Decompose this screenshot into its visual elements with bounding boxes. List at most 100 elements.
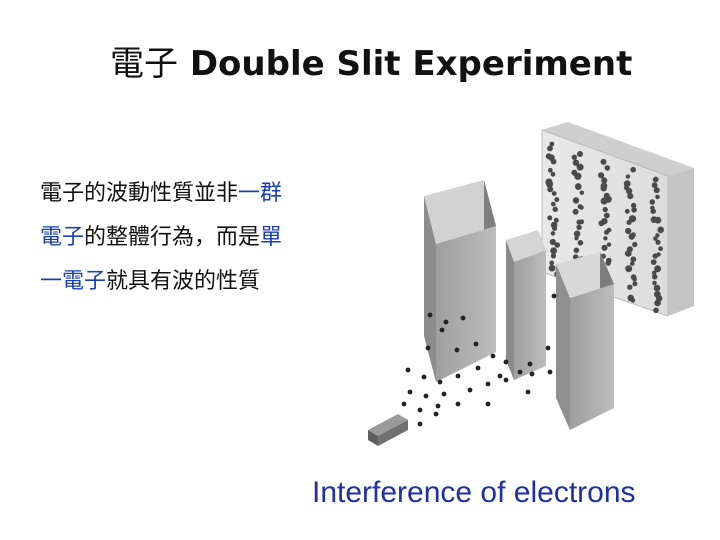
fringe-dot	[655, 194, 660, 200]
screen-top	[542, 122, 694, 176]
fringe-dot	[625, 265, 633, 273]
electron-dot	[401, 401, 407, 407]
fringe-dot	[632, 241, 638, 248]
desc-l2-blue: 電子	[40, 225, 85, 250]
electron-dot	[529, 371, 535, 377]
fringe-dot	[624, 250, 632, 257]
electron-dot	[417, 407, 423, 413]
fringe-dot	[603, 236, 608, 241]
fringe-dot	[576, 219, 582, 225]
electron-dot	[427, 312, 433, 318]
fringe-dot	[630, 256, 637, 263]
title-cjk: 電子	[110, 44, 178, 84]
fringe-dot	[652, 280, 657, 286]
fringe-dot	[598, 172, 605, 179]
fringe-dot	[550, 253, 557, 259]
barrier-left-front-edge	[424, 196, 436, 382]
fringe-dot	[576, 224, 582, 230]
fringe-dot	[575, 183, 582, 190]
electron-dot	[405, 367, 411, 373]
fringe-dot	[552, 206, 558, 212]
fringe-dot	[579, 205, 584, 210]
electron-dot	[503, 377, 509, 383]
desc-l3-blue: 一電子	[40, 269, 107, 294]
electron-dot	[547, 369, 553, 375]
fringe-dot	[605, 260, 611, 266]
fringe-dot	[576, 163, 584, 171]
fringe-dot	[551, 191, 557, 196]
desc-l2-blue2: 單	[260, 225, 283, 250]
fringe-dot	[572, 208, 579, 215]
fringe-dot	[627, 284, 633, 290]
electron-dot	[435, 403, 441, 409]
fringe-dot	[649, 199, 656, 205]
electron-dot	[517, 369, 523, 375]
desc-l2-black: 的整體行為，而是	[84, 225, 261, 250]
fringe-dot	[654, 265, 662, 273]
electron-dot	[545, 345, 551, 351]
electron-dot	[439, 327, 445, 333]
fringe-dot	[553, 217, 559, 223]
description-line-3: 一電子就具有波的性質	[40, 260, 360, 304]
fringe-dot	[604, 165, 611, 171]
fringe-dot	[547, 186, 554, 193]
electron-dot	[473, 341, 479, 347]
fringe-dot	[655, 239, 661, 245]
fringe-dot	[630, 166, 636, 173]
fringe-dot	[652, 176, 659, 183]
page-title: 電子 Double Slit Experiment	[110, 36, 670, 85]
fringe-dot	[627, 193, 634, 200]
fringe-dot	[571, 154, 577, 160]
fringe-dot	[598, 220, 605, 227]
electron-dot	[441, 391, 447, 397]
barrier-mid-face	[514, 250, 546, 380]
electron-dot	[475, 365, 481, 371]
fringe-dot	[574, 172, 582, 180]
fringe-dot	[577, 240, 584, 246]
fringe-dot	[657, 226, 664, 234]
electron-dot	[455, 401, 461, 407]
fringe-dot	[547, 167, 553, 173]
fringe-dot	[655, 233, 660, 238]
fringe-dot	[626, 219, 632, 225]
electron-dot	[527, 361, 533, 367]
fringe-dot	[602, 206, 608, 213]
electron-dot	[425, 345, 431, 351]
electron-dot	[460, 315, 466, 321]
fringe-dot	[550, 247, 557, 255]
title-latin: Double Slit Experiment	[178, 44, 633, 84]
fringe-dot	[577, 151, 583, 157]
electron-dot	[497, 373, 503, 379]
electron-dot	[467, 387, 473, 393]
fringe-dot	[549, 238, 556, 246]
fringe-dot	[546, 180, 554, 188]
fringe-dot	[624, 208, 630, 214]
fringe-dot	[549, 260, 555, 266]
fringe-dot	[632, 277, 637, 282]
slit-barrier-icon	[424, 180, 614, 430]
fringe-dot	[632, 281, 638, 287]
fringe-dot	[653, 307, 659, 314]
fringe-dot	[652, 274, 658, 280]
fringe-dot	[653, 187, 660, 194]
description-line-1: 電子的波動性質並非一群	[40, 172, 360, 216]
fringe-dot	[547, 215, 553, 221]
fringe-dot	[572, 197, 580, 204]
electron-dot	[455, 373, 461, 379]
fringe-dot	[550, 171, 556, 177]
fringe-dot	[554, 197, 560, 203]
gun-end	[368, 430, 378, 446]
description: 電子的波動性質並非一群 電子的整體行為，而是單 一電子就具有波的性質	[40, 172, 360, 304]
fringe-dot	[630, 261, 635, 266]
fringe-dot	[650, 208, 656, 214]
fringe-dot	[554, 242, 560, 248]
fringe-dot	[651, 182, 658, 189]
barrier-mid-edge	[506, 240, 514, 380]
electron-dot	[443, 319, 449, 325]
desc-l1-black: 電子的波動性質並非	[40, 181, 239, 206]
fringe-dot	[579, 190, 584, 195]
gun-top	[368, 414, 408, 436]
electron-dot	[551, 293, 557, 299]
fringe-dot	[600, 185, 607, 192]
fringe-dot	[550, 201, 556, 207]
